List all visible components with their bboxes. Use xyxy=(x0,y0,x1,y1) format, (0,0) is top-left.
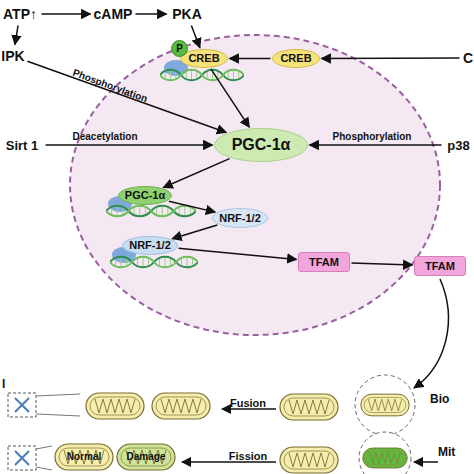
node-text: IPK xyxy=(1,49,24,63)
zoom-lines xyxy=(36,394,80,416)
node-text: ATP↑ xyxy=(3,7,37,21)
protein-ellipse: CREB xyxy=(272,49,320,68)
arrow-connector xyxy=(321,57,459,59)
node-text: NRF-1/2 xyxy=(129,240,171,251)
signal-text: PKA xyxy=(168,4,206,24)
mitochondrion-node: Normal xyxy=(52,443,116,471)
tfam-arrow xyxy=(414,279,448,388)
arrow-connector xyxy=(211,69,249,127)
process-label: Bio xyxy=(430,393,449,405)
chromosome-box xyxy=(8,446,36,470)
arrow-connector xyxy=(230,58,271,60)
arrow-connector xyxy=(27,61,226,132)
mitochondrion-shape xyxy=(55,444,113,470)
signal-text: C xyxy=(461,48,474,68)
chromosome-icon xyxy=(15,398,29,412)
node-text: P xyxy=(176,44,183,54)
signal-text: p38 xyxy=(443,135,474,155)
arrow-connector xyxy=(136,13,167,15)
node-text: TFAM xyxy=(309,257,339,268)
node-text: PKA xyxy=(172,7,202,21)
process-label: Fission xyxy=(229,451,268,462)
node-text: C xyxy=(463,51,473,65)
edge-label: Deacetylation xyxy=(72,132,137,142)
protein-box: TFAM xyxy=(298,252,350,272)
protein-ellipse: PGC-1α xyxy=(118,186,172,205)
nucleus xyxy=(70,35,440,335)
dna-helix xyxy=(160,70,244,81)
node-text: Normal xyxy=(67,452,101,462)
zoom-lines xyxy=(36,446,52,470)
ellipse-shape xyxy=(119,187,172,205)
protein-ellipse: PGC-1α xyxy=(214,128,308,162)
node-text: CREB xyxy=(188,53,219,64)
arrow-connector xyxy=(42,13,91,15)
arrow-connector xyxy=(172,225,217,239)
protein-ellipse: NRF-1/2 xyxy=(212,208,268,228)
node-text: p38 xyxy=(447,139,469,152)
signal-text: Sirt 1 xyxy=(0,135,44,155)
arrow-connector xyxy=(46,144,213,146)
process-label: Mit xyxy=(438,446,455,458)
chromosome-box xyxy=(8,393,36,417)
mitochondrion xyxy=(86,393,144,419)
process-label: Fusion xyxy=(230,398,266,409)
protein-box: TFAM xyxy=(414,256,466,276)
mitochondrion xyxy=(152,393,210,419)
edge-label: Phosphorylation xyxy=(333,132,412,142)
arrow-connector xyxy=(178,248,296,259)
node-text: PGC-1α xyxy=(232,137,291,153)
node-text: cAMP xyxy=(94,7,133,21)
node-text: NRF-1/2 xyxy=(219,213,261,224)
arrow-connector xyxy=(163,159,229,188)
protein-ellipse: NRF-1/2 xyxy=(122,236,178,255)
mitochondrion-node: Damage xyxy=(114,443,178,471)
dna-helix xyxy=(106,206,196,217)
arrow-connector xyxy=(351,263,412,265)
node-text: PGC-1α xyxy=(125,190,165,201)
mitochondrion-shape xyxy=(117,444,175,470)
node-text: TFAM xyxy=(425,261,455,272)
mitochondrion xyxy=(280,447,338,473)
mitochondrion xyxy=(280,394,338,420)
node-text: Sirt 1 xyxy=(6,139,39,152)
arrow-connector xyxy=(191,25,200,47)
cropped-label: l xyxy=(2,378,5,390)
dna-helix xyxy=(110,257,198,268)
chromosome-icon xyxy=(15,451,29,465)
mitochondrion xyxy=(361,394,409,416)
signal-text: ATP↑ xyxy=(0,4,40,24)
signal-text: cAMP xyxy=(92,4,134,24)
ellipse-shape xyxy=(123,237,178,255)
ellipse-shape xyxy=(273,50,320,68)
signal-text: IPK xyxy=(0,46,26,66)
ellipse-shape xyxy=(213,209,268,228)
ellipse-shape xyxy=(181,50,228,68)
arrow-connector xyxy=(15,25,18,44)
ellipse-shape xyxy=(172,41,188,57)
biogenesis-circle xyxy=(355,375,415,435)
mitophagy-circle xyxy=(359,432,411,474)
node-text: Damage xyxy=(127,452,166,462)
ellipse-shape xyxy=(215,129,308,162)
arrow-connector xyxy=(310,144,442,146)
protein-ellipse: CREBP xyxy=(180,49,228,68)
damaged-mitochondrion xyxy=(363,448,407,468)
arrow-connector xyxy=(169,201,215,212)
phosphate-circle: P xyxy=(171,40,188,57)
node-text: CREB xyxy=(280,53,311,64)
mitophagy-arrow xyxy=(414,461,438,463)
